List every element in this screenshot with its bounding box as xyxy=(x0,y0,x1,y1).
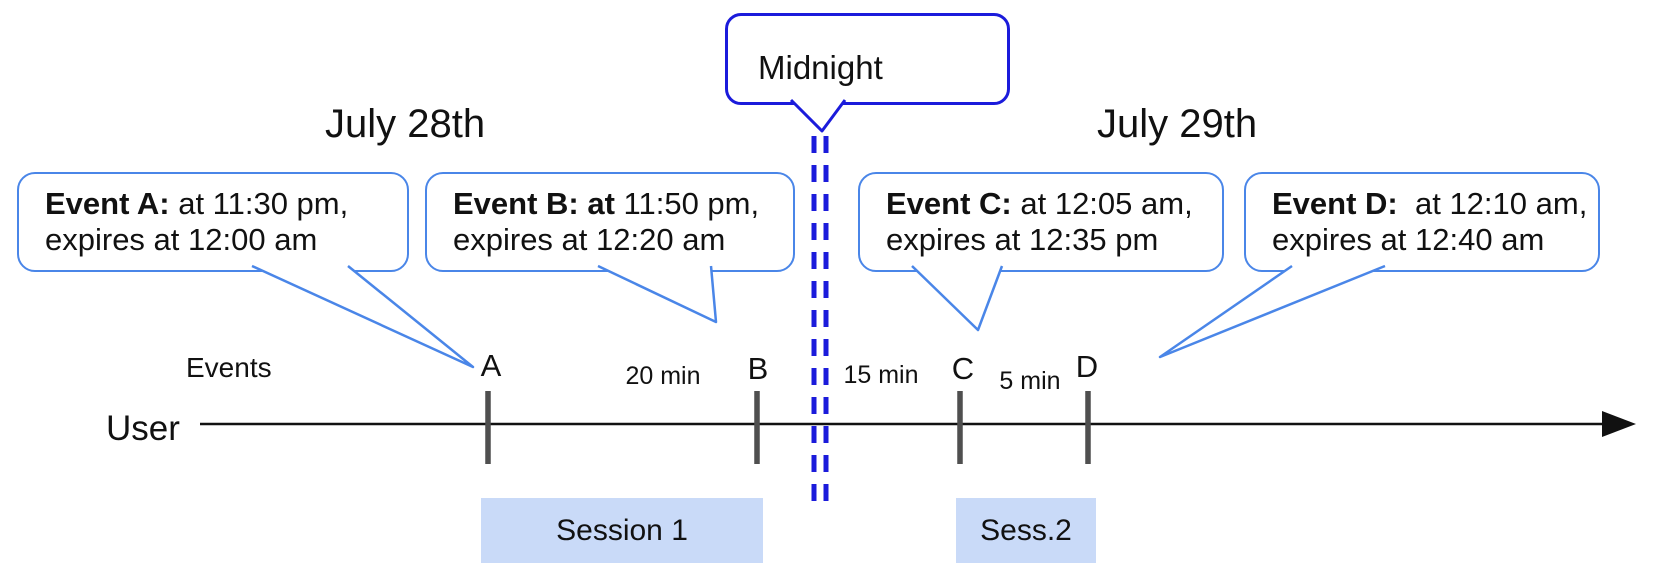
day-label-july-28: July 28th xyxy=(325,102,486,146)
day-label-july-29: July 29th xyxy=(1097,102,1258,146)
session-2-label: Sess.2 xyxy=(980,513,1072,547)
event-a-expiry: expires at 12:00 am xyxy=(45,222,318,257)
event-c-callout: Event C: at 12:05 am, expires at 12:35 p… xyxy=(858,172,1224,272)
event-b-callout: Event B: at 11:50 pm, expires at 12:20 a… xyxy=(425,172,795,272)
event-d-callout: Event D: at 12:10 am, expires at 12:40 a… xyxy=(1244,172,1600,272)
event-a-callout-tail xyxy=(251,264,475,369)
interval-label-20min: 20 min xyxy=(625,362,701,390)
event-a-callout: Event A: at 11:30 pm, expires at 12:00 a… xyxy=(17,172,409,272)
event-b-text: Event B: at 11:50 pm, expires at 12:20 a… xyxy=(427,174,793,258)
session-1-box: Session 1 xyxy=(481,498,763,563)
event-d-time: at 12:10 am, xyxy=(1397,186,1588,221)
event-c-callout-tail xyxy=(911,265,1004,332)
event-c-expiry: expires at 12:35 pm xyxy=(886,222,1159,257)
event-c-title: Event C: xyxy=(886,186,1012,221)
interval-label-5min: 5 min xyxy=(999,367,1061,395)
timeline-arrowhead xyxy=(1602,411,1636,437)
event-c-text: Event C: at 12:05 am, expires at 12:35 p… xyxy=(860,174,1222,258)
event-a-text: Event A: at 11:30 pm, expires at 12:00 a… xyxy=(19,174,407,258)
event-b-time: 11:50 pm, xyxy=(614,186,760,221)
tick-label-a: A xyxy=(480,348,502,383)
midnight-callout: Midnight xyxy=(725,13,1010,105)
user-axis-label: User xyxy=(106,409,180,448)
interval-label-15min: 15 min xyxy=(843,361,919,389)
event-b-callout-tail xyxy=(597,264,718,324)
event-b-title: Event B: at xyxy=(453,186,615,221)
event-d-expiry: expires at 12:40 am xyxy=(1272,222,1545,257)
session-1-label: Session 1 xyxy=(556,513,688,547)
event-d-callout-tail xyxy=(1158,264,1386,359)
event-b-expiry: expires at 12:20 am xyxy=(453,222,726,257)
event-a-time: at 11:30 pm, xyxy=(169,186,349,221)
event-c-time: at 12:05 am, xyxy=(1011,186,1193,221)
events-axis-label: Events xyxy=(186,352,272,383)
event-a-title: Event A: xyxy=(45,186,170,221)
session-2-box: Sess.2 xyxy=(956,498,1096,563)
tick-label-b: B xyxy=(747,351,769,386)
event-d-text: Event D: at 12:10 am, expires at 12:40 a… xyxy=(1246,174,1598,258)
midnight-label: Midnight xyxy=(758,49,883,86)
event-d-title: Event D: xyxy=(1272,186,1398,221)
tick-label-c: C xyxy=(951,351,975,386)
tick-label-d: D xyxy=(1075,349,1099,384)
